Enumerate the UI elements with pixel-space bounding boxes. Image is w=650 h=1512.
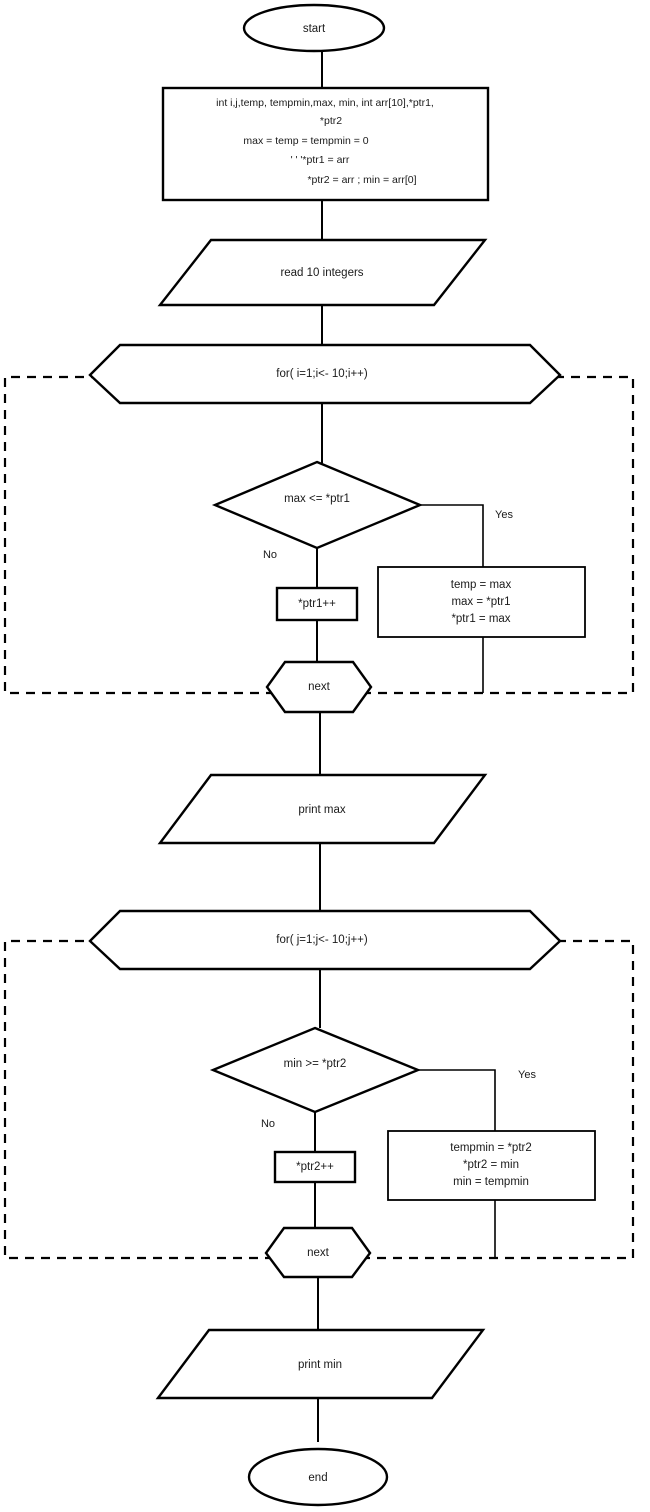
node-ptr2-inc-label: *ptr2++: [296, 1161, 334, 1173]
node-decide-max[interactable]: [211, 460, 424, 550]
node-ptr2-inc[interactable]: [273, 1150, 357, 1184]
node-declare-line-1: int i,j,temp, tempmin,max, min, int arr[…: [216, 97, 434, 109]
edge-label-yes-2: Yes: [518, 1069, 536, 1081]
node-swap-min-line-3: min = tempmin: [453, 1176, 529, 1188]
node-for-j[interactable]: [88, 909, 562, 971]
node-swap-min-line-1: tempmin = *ptr2: [450, 1142, 532, 1154]
node-ptr1-inc-label: *ptr1++: [298, 598, 336, 610]
node-print-max-label: print max: [298, 804, 346, 816]
node-decide-min-label: min >= *ptr2: [284, 1058, 347, 1070]
node-swap-max-line-2: max = *ptr1: [451, 596, 510, 608]
node-swap-min[interactable]: [387, 1130, 596, 1201]
node-declare-line-3: max = temp = tempmin = 0: [243, 135, 368, 147]
node-declare-line-5: *ptr2 = arr ; min = arr[0]: [307, 174, 416, 186]
node-print-min[interactable]: [155, 1328, 486, 1400]
node-swap-max-line-3: *ptr1 = max: [451, 613, 510, 625]
edge-decide-max-yes-to-swapmax: [420, 504, 484, 567]
node-print-max[interactable]: [157, 773, 488, 845]
node-decide-min[interactable]: [209, 1026, 422, 1114]
node-end-label: end: [308, 1472, 327, 1484]
node-for-j-label: for( j=1;j<- 10;j++): [276, 934, 368, 946]
edge-decide-min-yes-to-swapmin: [418, 1069, 496, 1131]
node-decide-max-label: max <= *ptr1: [284, 493, 350, 505]
node-next-2-label: next: [307, 1247, 330, 1259]
node-start[interactable]: [242, 3, 386, 53]
node-for-i[interactable]: [88, 343, 562, 405]
edge-label-no-2: No: [261, 1118, 275, 1130]
node-read[interactable]: [157, 238, 488, 307]
node-print-min-label: print min: [298, 1359, 342, 1371]
node-for-i-label: for( i=1;i<- 10;i++): [276, 368, 368, 380]
node-declare-line-2: *ptr2: [320, 115, 342, 127]
edge-label-no-1: No: [263, 549, 277, 561]
node-swap-max-line-1: temp = max: [451, 579, 512, 591]
node-declare-line-4: ' ' '*ptr1 = arr: [291, 154, 350, 166]
node-swap-min-line-2: *ptr2 = min: [463, 1159, 519, 1171]
node-end[interactable]: [247, 1447, 389, 1507]
node-next-1[interactable]: [265, 660, 373, 714]
node-ptr1-inc[interactable]: [275, 586, 359, 622]
node-read-label: read 10 integers: [280, 267, 363, 279]
node-swap-max[interactable]: [377, 566, 586, 638]
node-next-1-label: next: [308, 681, 331, 693]
node-next-2[interactable]: [264, 1226, 372, 1279]
node-declare[interactable]: [161, 86, 490, 202]
edge-label-yes-1: Yes: [495, 509, 513, 521]
node-start-label: start: [303, 23, 326, 35]
